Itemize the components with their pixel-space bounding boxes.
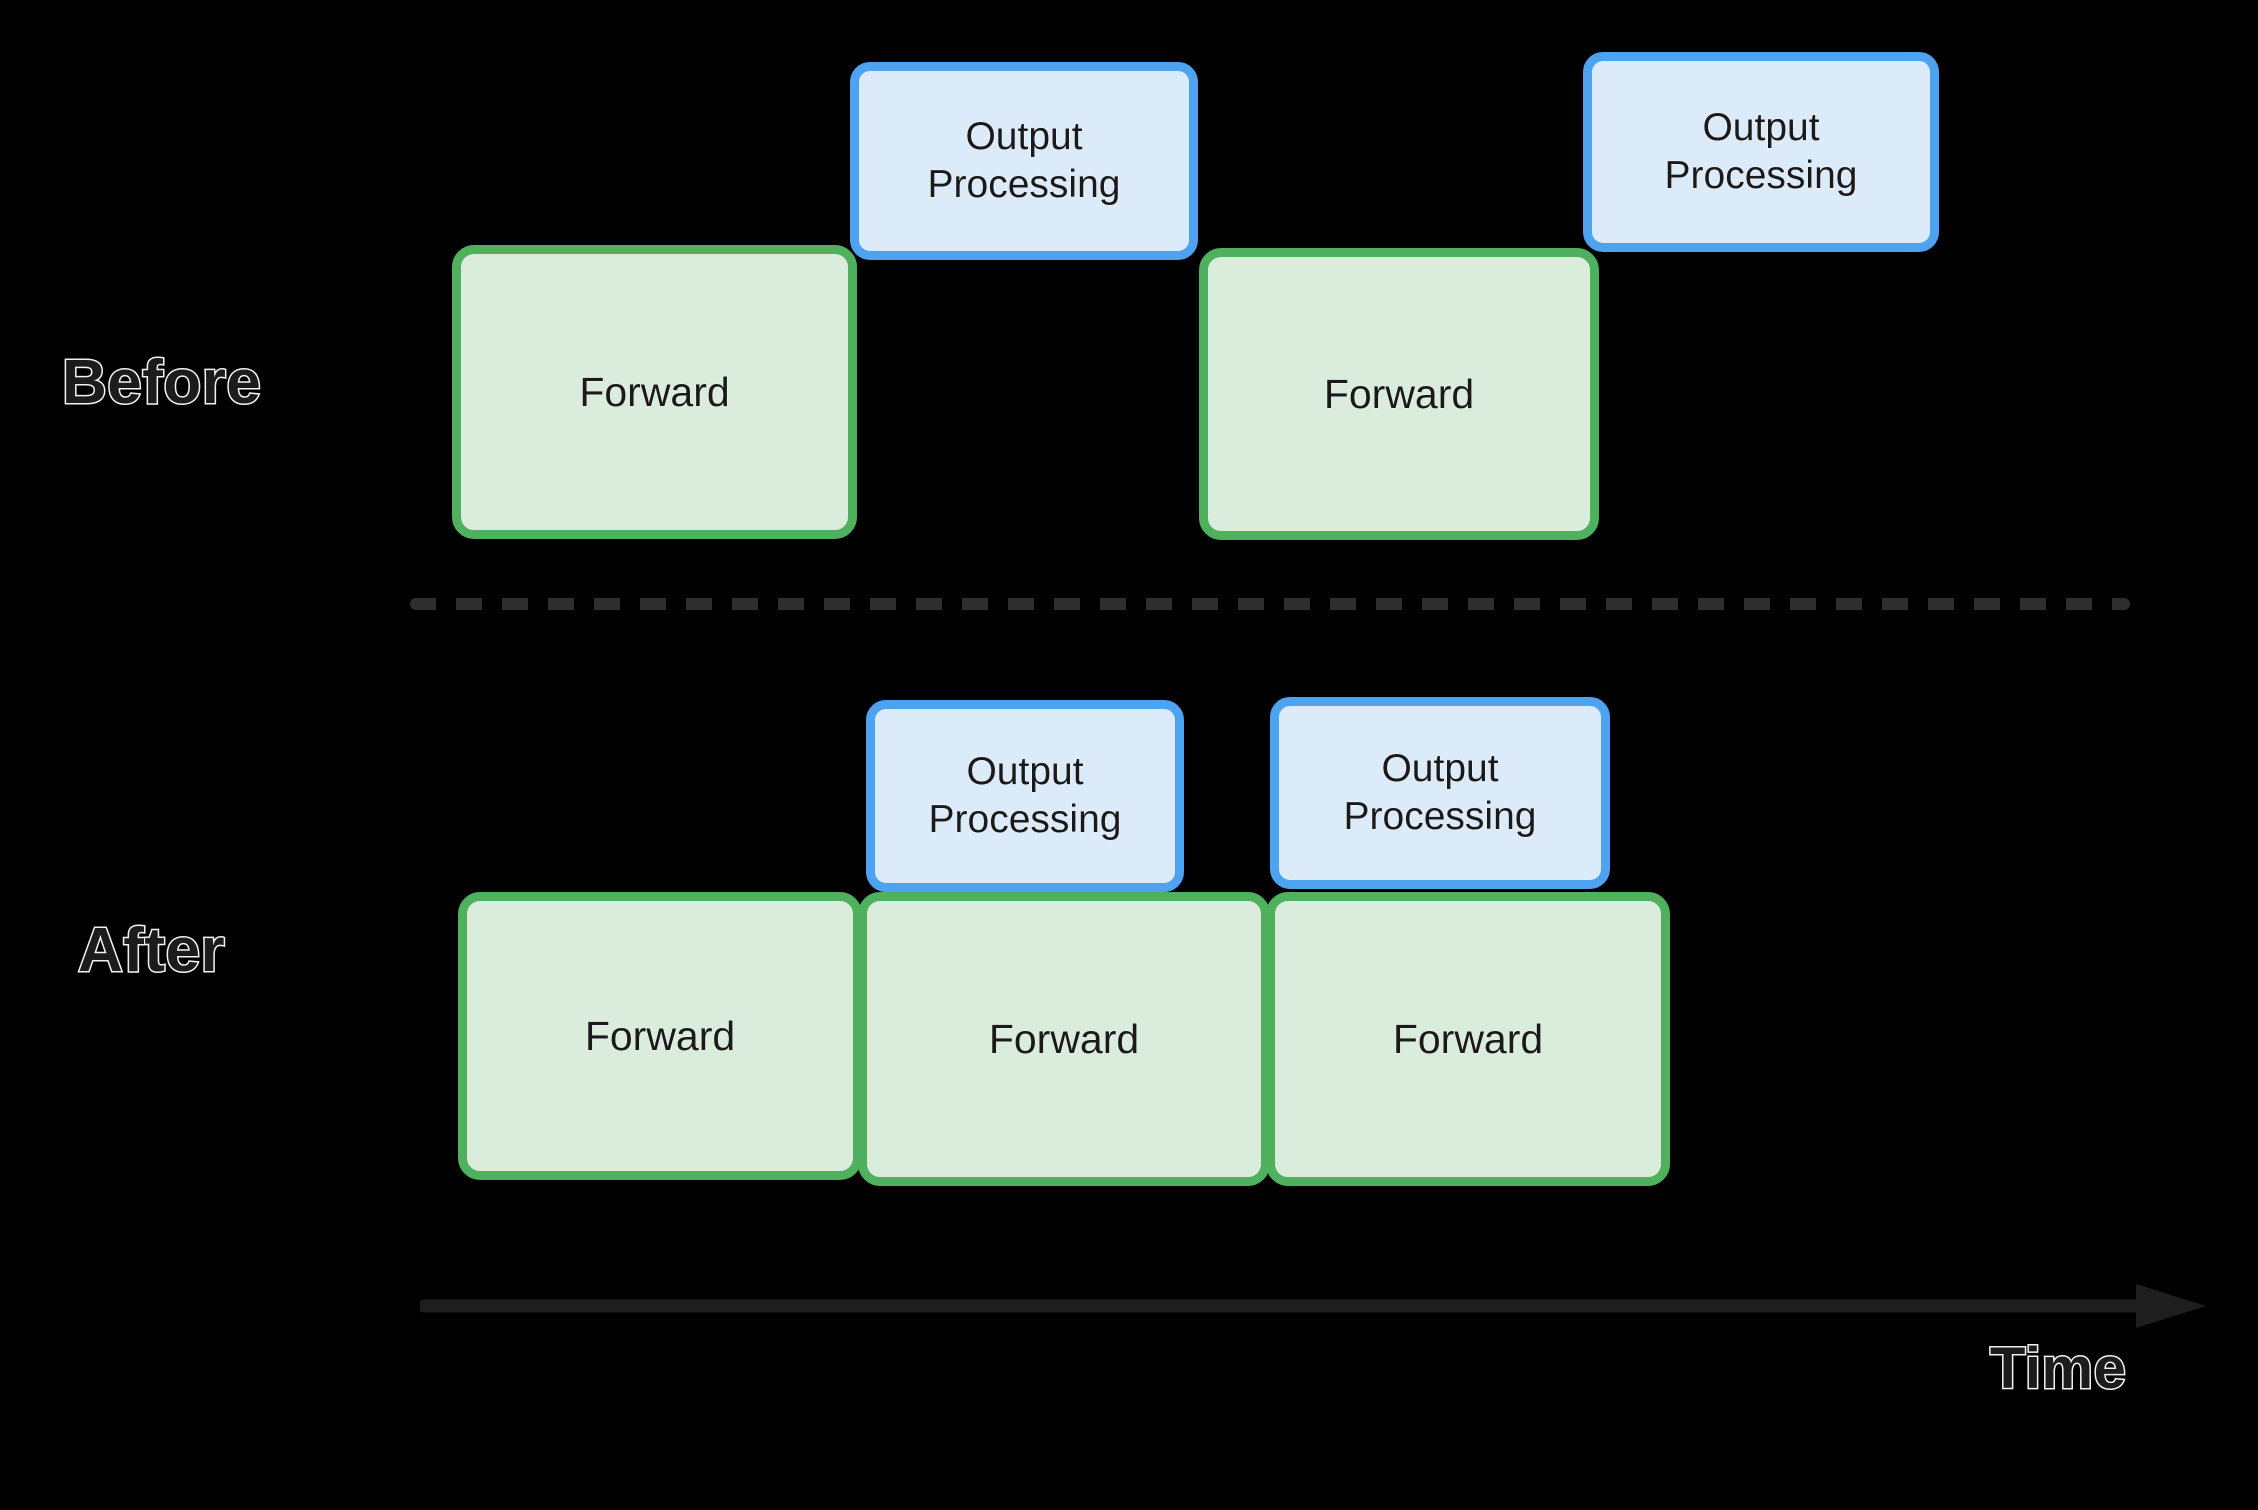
before-forward-block-2: Forward [1199,248,1599,540]
before-forward-block-2-label: Forward [1323,370,1475,417]
before-forward-block-1-label: Forward [579,368,730,415]
after-forward-block-3: Forward [1266,892,1670,1186]
after-forward-block-3-label: Forward [1392,1015,1544,1062]
section-divider-dashed-line [410,598,2130,610]
after-output-processing-block-2-line1: Output [1381,747,1499,791]
time-axis-arrow [420,1284,2206,1328]
before-forward-block-1: Forward [452,245,857,539]
after-output-processing-block-1-line2: Processing [928,798,1122,842]
before-output-processing-block-1-line2: Processing [927,163,1121,207]
before-output-processing-block-2-line1: Output [1702,106,1820,150]
after-forward-block-2: Forward [858,892,1270,1186]
after-forward-block-1: Forward [458,892,862,1180]
after-forward-block-2-label: Forward [988,1015,1140,1062]
row-label-after: After [76,916,226,985]
after-forward-block-1-label: Forward [584,1012,736,1059]
before-output-processing-block-1-line1: Output [965,115,1083,159]
time-axis-label: Time [1988,1336,2127,1401]
after-output-processing-block-1-line1: Output [966,750,1084,794]
row-label-before: Before [60,348,262,417]
time-axis-arrowhead-icon [2136,1284,2206,1328]
before-output-processing-block-2-line2: Processing [1664,154,1858,198]
after-output-processing-block-2-line2: Processing [1343,795,1537,839]
